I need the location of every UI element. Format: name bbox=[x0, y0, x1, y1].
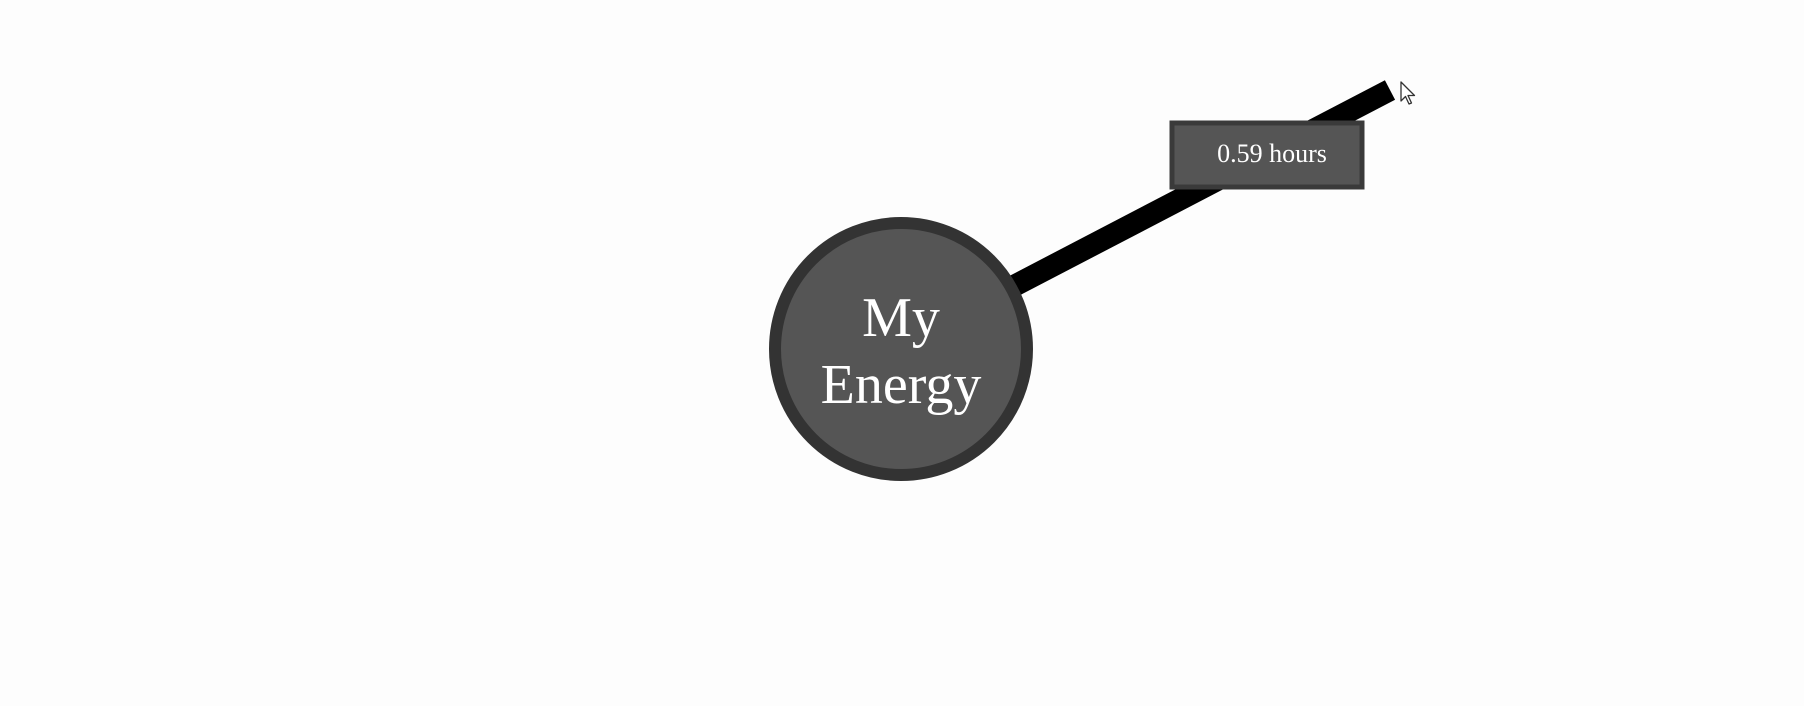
energy-node-label-line2: Energy bbox=[821, 354, 982, 416]
mouse-pointer-icon bbox=[1400, 81, 1416, 105]
energy-node-circle[interactable] bbox=[769, 217, 1033, 481]
energy-node[interactable]: My Energy bbox=[769, 217, 1033, 481]
duration-tooltip-box bbox=[1169, 120, 1365, 190]
duration-tooltip-text: 0.59 hours bbox=[1217, 139, 1327, 168]
duration-tooltip: 0.59 hours bbox=[1169, 120, 1365, 190]
energy-node-label-line1: My bbox=[862, 287, 940, 349]
